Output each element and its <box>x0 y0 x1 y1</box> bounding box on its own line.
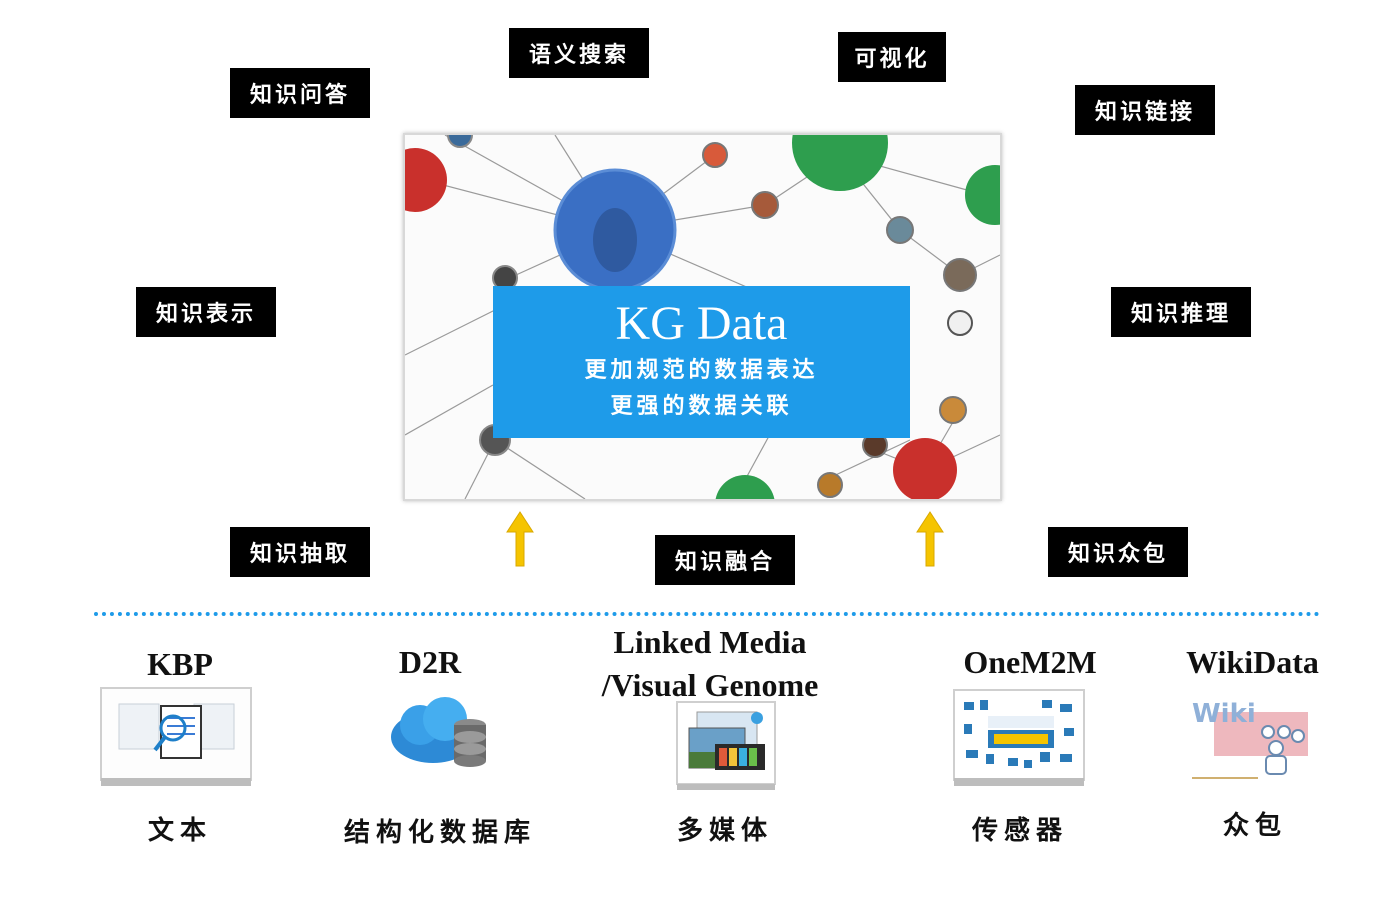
graph-network-icon <box>405 135 1000 499</box>
source-wikidata-title: WikiData <box>1186 644 1319 680</box>
divider <box>94 612 1320 616</box>
label-knowledge-fusion: 知识融合 <box>655 535 795 585</box>
source-onem2m-caption: 传感器 <box>971 816 1068 846</box>
kg-data-box: KG Data 更加规范的数据表达 更强的数据关联 <box>493 286 910 438</box>
source-linked-media-title-2: /Visual Genome <box>601 667 819 703</box>
label-knowledge-extraction: 知识抽取 <box>230 527 370 577</box>
kg-graph-panel: KG Data 更加规范的数据表达 更强的数据关联 <box>403 133 1002 501</box>
document-search-icon <box>99 686 256 789</box>
kg-subtitle-1: 更加规范的数据表达 <box>584 357 819 383</box>
kg-title: KG Data <box>615 297 788 350</box>
source-onem2m-title: OneM2M <box>963 644 1097 680</box>
source-d2r-title: D2R <box>398 644 462 680</box>
source-wikidata-caption: 众包 <box>1222 811 1287 841</box>
media-photos-icon <box>675 700 777 792</box>
label-knowledge-qa: 知识问答 <box>230 68 370 118</box>
label-knowledge-crowdsourcing: 知识众包 <box>1048 527 1188 577</box>
source-kbp-title: KBP <box>147 646 213 682</box>
label-knowledge-reasoning: 知识推理 <box>1111 287 1251 337</box>
source-d2r-caption: 结构化数据库 <box>343 818 536 848</box>
label-knowledge-linking: 知识链接 <box>1075 85 1215 135</box>
label-knowledge-representation: 知识表示 <box>136 287 276 337</box>
up-arrow-icon <box>916 511 944 567</box>
kg-subtitle-2: 更强的数据关联 <box>610 393 793 419</box>
up-arrow-icon <box>506 511 534 567</box>
source-kbp-caption: 文本 <box>147 816 212 846</box>
label-visualization: 可视化 <box>838 32 946 82</box>
source-linked-media-caption: 多媒体 <box>676 816 773 846</box>
cloud-database-icon <box>385 695 500 770</box>
svg-text:Wiki: Wiki <box>1192 699 1256 729</box>
internet-of-things-icon <box>952 688 1088 788</box>
wiki-crowd-icon: Wiki <box>1188 696 1313 786</box>
source-linked-media-title-1: Linked Media <box>613 624 807 660</box>
label-semantic-search: 语义搜索 <box>509 28 649 78</box>
